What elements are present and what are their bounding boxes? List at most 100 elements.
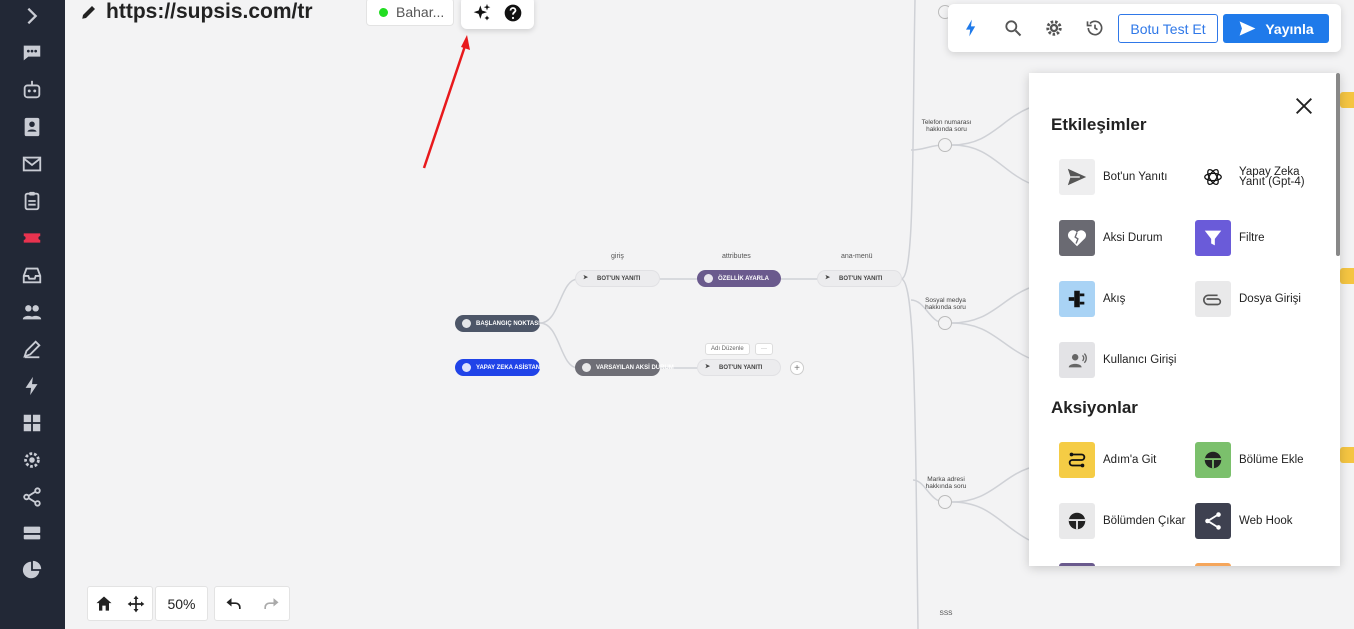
home-icon[interactable] (94, 594, 114, 614)
chat-icon[interactable] (19, 40, 45, 66)
component-filter[interactable]: Filtre (1195, 218, 1325, 258)
bot-reply-node[interactable]: ➤BOT'UN YANITI (697, 359, 781, 376)
component-label: Bölümden Çıkar (1103, 514, 1186, 527)
edit-name-button[interactable]: Adı Düzenle (705, 343, 750, 355)
component-partial[interactable] (1195, 563, 1231, 566)
page-title[interactable]: https://supsis.com/tr (80, 0, 313, 24)
search-icon[interactable] (1003, 18, 1023, 38)
undo-icon[interactable] (224, 594, 244, 614)
send-icon: ➤ (583, 275, 589, 281)
status-dot (379, 7, 388, 17)
attribute-node[interactable]: ÖZELLİK AYARLA (697, 270, 781, 287)
mail-icon[interactable] (19, 151, 45, 177)
close-icon[interactable] (1293, 95, 1315, 117)
inbox-icon[interactable] (19, 262, 45, 288)
lightning-icon[interactable] (961, 18, 981, 38)
bot-reply-node[interactable]: ➤ BOT'UN YANITI (817, 270, 902, 287)
component-label: Kullanıcı Girişi (1103, 353, 1177, 366)
component-ai-reply[interactable]: Yapay Zeka Yanıt (Gpt-4) (1195, 157, 1315, 197)
test-bot-button[interactable]: Botu Test Et (1118, 14, 1218, 43)
component-user-input[interactable]: Kullanıcı Girişi (1059, 340, 1189, 380)
sparkles-icon[interactable] (472, 3, 492, 23)
branch-label: Sosyal medya hakkında soru (925, 297, 966, 311)
user-input-node[interactable] (938, 495, 952, 509)
server-icon[interactable] (19, 520, 45, 546)
component-add-segment[interactable]: Bölüme Ekle (1195, 440, 1325, 480)
publish-button[interactable]: Yayınla (1223, 14, 1329, 43)
url-text: https://supsis.com/tr (106, 0, 313, 23)
node-edge (1340, 92, 1354, 108)
user-input-node[interactable] (938, 316, 952, 330)
broken-heart-icon (1059, 220, 1095, 256)
lightning-icon[interactable] (19, 373, 45, 399)
user-input-node[interactable] (938, 138, 952, 152)
start-label: BAŞLANGIÇ NOKTASI (476, 320, 540, 327)
settings-icon[interactable] (19, 447, 45, 473)
pie-chart-icon[interactable] (19, 557, 45, 583)
navigation-controls (87, 586, 153, 621)
add-node-button[interactable]: + (790, 361, 804, 375)
component-goto-step[interactable]: Adım'a Git (1059, 440, 1189, 480)
grid-icon[interactable] (19, 410, 45, 436)
flow-icon (1059, 281, 1095, 317)
braces-icon (704, 274, 713, 283)
history-controls (214, 586, 290, 621)
component-label: Adım'a Git (1103, 453, 1157, 466)
component-fallback[interactable]: Aksi Durum (1059, 218, 1189, 258)
component-label: Aksi Durum (1103, 231, 1163, 244)
component-label: Dosya Girişi (1239, 292, 1301, 305)
status-label: Bahar... (396, 4, 445, 20)
component-label: Filtre (1239, 231, 1265, 244)
clipboard-icon[interactable] (19, 188, 45, 214)
annotation-arrow (422, 35, 470, 169)
filter-icon (1195, 220, 1231, 256)
paperclip-icon (1195, 281, 1231, 317)
component-flow[interactable]: Akış (1059, 279, 1189, 319)
history-icon[interactable] (1085, 18, 1105, 38)
help-icon[interactable] (503, 3, 523, 23)
node-label: BOT'UN YANITI (719, 364, 763, 371)
component-webhook[interactable]: Web Hook (1195, 501, 1325, 541)
edit-icon[interactable] (19, 336, 45, 362)
component-partial[interactable] (1059, 563, 1095, 566)
pencil-icon[interactable] (80, 3, 98, 21)
component-label: Bot'un Yanıtı (1103, 170, 1168, 183)
send-icon: ➤ (825, 275, 831, 281)
share-icon[interactable] (19, 484, 45, 510)
status-selector[interactable]: Bahar... (366, 0, 454, 26)
component-file-input[interactable]: Dosya Girişi (1195, 279, 1325, 319)
panel-scrollbar[interactable] (1336, 73, 1340, 256)
label-menu: ana-menü (841, 253, 873, 260)
component-label: Yapay Zeka Yanıt (Gpt-4) (1239, 165, 1305, 188)
component-remove-segment[interactable]: Bölümden Çıkar (1059, 501, 1189, 541)
bot-icon[interactable] (19, 77, 45, 103)
components-panel: Etkileşimler Bot'un Yanıtı Yapay Zeka Ya… (1029, 73, 1340, 566)
remove-segment-icon (1059, 503, 1095, 539)
zoom-level[interactable]: 50% (155, 586, 208, 621)
component-label: Akış (1103, 292, 1126, 305)
bot-reply-node[interactable]: ➤ BOT'UN YANITI (575, 270, 660, 287)
ai-help-group (461, 0, 534, 29)
start-node[interactable]: BAŞLANGIÇ NOKTASI (455, 315, 540, 332)
contact-card-icon[interactable] (19, 114, 45, 140)
send-icon (1059, 159, 1095, 195)
goto-step-icon (1059, 442, 1095, 478)
ticket-icon[interactable] (19, 225, 45, 251)
component-bot-reply[interactable]: Bot'un Yanıtı (1059, 157, 1189, 197)
node-label: BOT'UN YANITI (839, 275, 883, 282)
chevron-right-icon[interactable] (19, 3, 45, 29)
webhook-icon (1195, 503, 1231, 539)
fallback-node[interactable]: VARSAYILAN AKSİ DURUM (575, 359, 674, 376)
settings-icon[interactable] (1044, 18, 1064, 38)
node-label: BOT'UN YANITI (597, 275, 641, 282)
branch-label: SSS (939, 610, 953, 617)
ai-assistant-node[interactable]: YAPAY ZEKA ASİSTAN (455, 359, 540, 376)
top-toolbar: Botu Test Et Yayınla (948, 4, 1341, 52)
move-icon[interactable] (126, 594, 146, 614)
user-voice-icon (1059, 342, 1095, 378)
users-icon[interactable] (19, 299, 45, 325)
more-button[interactable]: ··· (755, 343, 773, 355)
redo-icon[interactable] (261, 594, 281, 614)
ai-icon (462, 363, 471, 372)
node-edge (1340, 447, 1354, 463)
